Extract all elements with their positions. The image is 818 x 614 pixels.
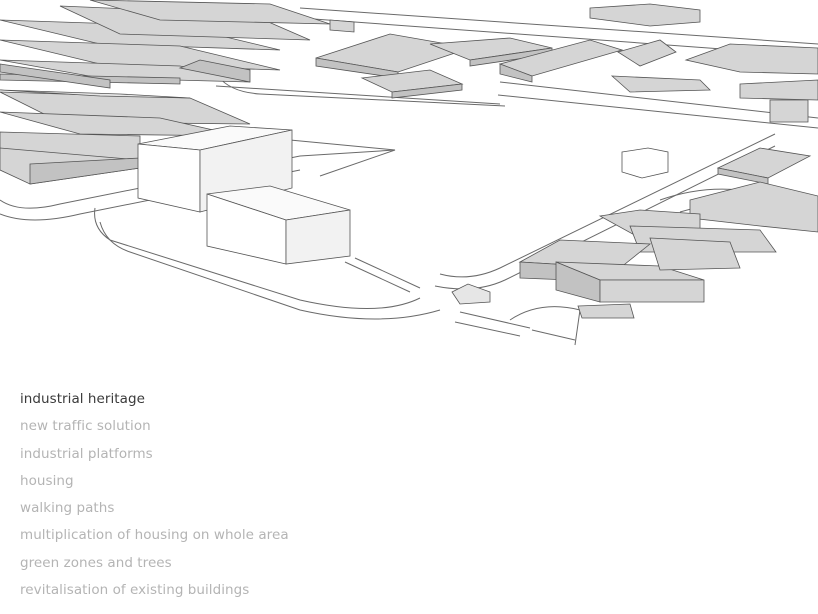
road-edge [215,85,501,105]
path-edge [454,321,521,337]
legend-item-green-zones-and-trees[interactable]: green zones and trees [20,554,172,571]
warehouse-cluster-bottom [518,237,741,319]
legend-item-industrial-platforms[interactable]: industrial platforms [20,445,153,462]
block-outline [499,81,818,119]
legend-item-industrial-heritage[interactable]: industrial heritage [20,391,145,407]
path-edge [459,311,531,329]
road-edge [299,7,818,45]
road-edge [344,261,411,293]
warehouse-cluster-top-left [0,0,331,85]
road-edge [354,257,421,289]
road-edge [99,221,441,320]
legend-item-housing[interactable]: housing [20,472,74,489]
road-edge [0,169,301,221]
path-edge [531,329,576,341]
road-edge [439,133,776,278]
small-house [451,283,491,305]
small-building [621,147,669,179]
heritage-building-2 [206,185,351,265]
legend-item-revitalisation-of-existing-buildings[interactable]: revitalisation of existing buildings [20,582,250,599]
legend-item-new-traffic-solution[interactable]: new traffic solution [20,418,151,435]
road-edge [0,149,396,209]
warehouse-cluster-top-right [498,39,818,123]
legend-item-multiplication-of-housing[interactable]: multiplication of housing on whole area [20,527,289,544]
legend-item-walking-paths[interactable]: walking paths [20,500,115,517]
block-outline [497,94,818,129]
axonometric-site-model [0,0,818,346]
road-edge [94,207,421,309]
warehouse-cluster-top-middle [315,3,701,99]
layer-legend: industrial heritage new traffic solution… [20,386,289,604]
road-edge [289,139,396,177]
